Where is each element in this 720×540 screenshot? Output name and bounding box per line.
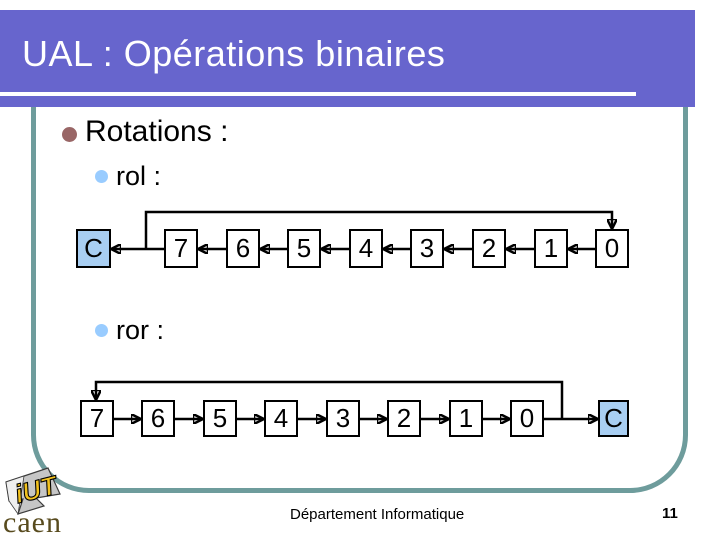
ror-bit-box-6: 6 — [141, 400, 175, 437]
ror-bit-box-5: 5 — [203, 400, 237, 437]
ror-bit-box-4: 4 — [264, 400, 298, 437]
rol-arrows — [0, 210, 720, 280]
rol-bit-box-0: 0 — [595, 229, 629, 268]
rol-bit-box-4: 4 — [349, 229, 383, 268]
rol-bit-box-7: 7 — [164, 229, 198, 268]
ror-bit-box-1: 1 — [449, 400, 483, 437]
ror-carry-box: C — [598, 400, 629, 437]
heading-rotations: Rotations : — [85, 115, 229, 148]
rol-label: rol : — [116, 161, 162, 191]
rol-bit-box-3: 3 — [410, 229, 444, 268]
rol-feedback-line — [144, 210, 612, 249]
ror-feedback-line — [96, 380, 564, 419]
rol-bit-box-6: 6 — [226, 229, 260, 268]
iut-caen-logo: iUT — [2, 464, 112, 540]
ror-bit-box-2: 2 — [387, 400, 421, 437]
rol-carry-box: C — [76, 229, 111, 268]
ror-bit-box-7: 7 — [80, 400, 114, 437]
bullet-icon — [62, 127, 77, 142]
title-underline — [0, 92, 636, 96]
ror-diagram: 7 6 5 4 3 2 1 0 C — [0, 375, 720, 447]
rol-bit-box-5: 5 — [287, 229, 321, 268]
bullet-icon — [95, 170, 108, 183]
ror-bit-box-3: 3 — [326, 400, 360, 437]
rol-bit-box-2: 2 — [472, 229, 506, 268]
ror-arrows — [0, 380, 720, 447]
iut-logo-graphic: iUT — [5, 467, 62, 516]
footer-department: Département Informatique — [290, 506, 465, 523]
rol-bit-box-1: 1 — [534, 229, 568, 268]
rol-diagram: C 7 6 5 4 3 2 1 0 — [0, 205, 720, 280]
slide-title: UAL : Opérations binaires — [22, 33, 446, 74]
page-number: 11 — [662, 505, 678, 522]
title-bar: UAL : Opérations binaires — [0, 10, 695, 107]
bullet-icon — [95, 324, 108, 337]
iut-acronym: iUT — [12, 469, 62, 509]
caen-logo-text: caen — [3, 506, 62, 539]
ror-bit-box-0: 0 — [510, 400, 544, 437]
ror-label: ror : — [116, 315, 165, 345]
